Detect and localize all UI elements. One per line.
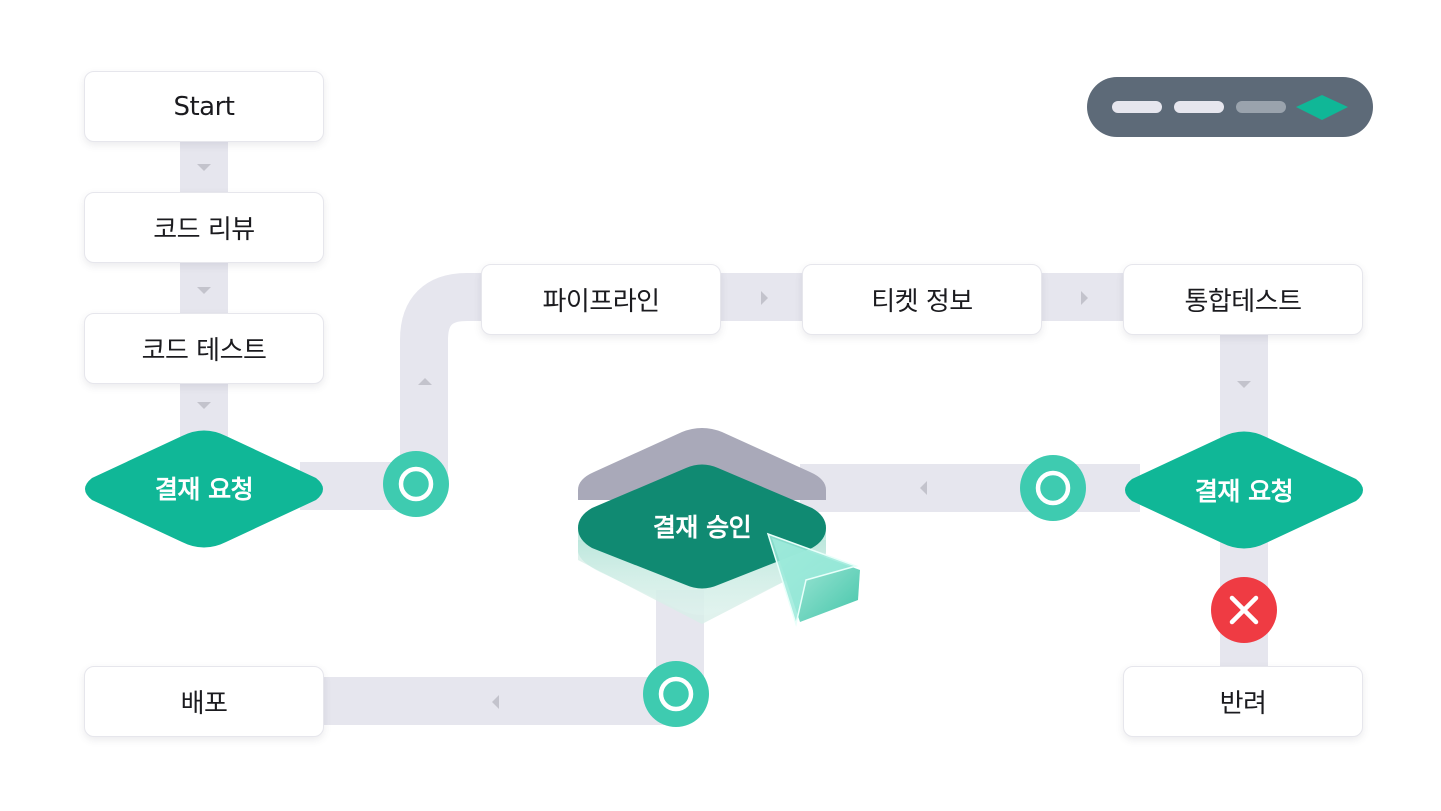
flow-arrows [197, 164, 1251, 709]
track-network [180, 140, 1268, 725]
node-code-test[interactable]: 코드 테스트 [84, 313, 324, 384]
track-up-to-pipeline [400, 273, 1244, 486]
triangle-arrow-icon [761, 291, 768, 305]
ring-connector-icon[interactable] [1020, 455, 1086, 521]
pointer-arrow-icon [766, 532, 860, 627]
approval-stack [578, 428, 826, 624]
triangle-arrow-icon [197, 402, 211, 409]
ring-connector-icon[interactable] [643, 661, 709, 727]
progress-current-icon [1296, 95, 1348, 120]
triangle-arrow-icon [920, 481, 927, 495]
decision-label-approval: 결재 승인 [652, 513, 752, 542]
decision-diamond-right[interactable] [1125, 431, 1363, 549]
progress-step-3 [1236, 101, 1286, 113]
triangle-arrow-icon [1237, 381, 1251, 388]
triangle-arrow-icon [197, 164, 211, 171]
node-deploy[interactable]: 배포 [84, 666, 324, 737]
node-ticket-info[interactable]: 티켓 정보 [802, 264, 1042, 335]
decision-label-right: 결재 요청 [1194, 477, 1294, 506]
triangle-arrow-icon [492, 695, 499, 709]
progress-step-1 [1112, 101, 1162, 113]
node-reject[interactable]: 반려 [1123, 666, 1363, 737]
decision-diamond-left[interactable] [85, 430, 323, 548]
approval-top-layer [578, 428, 826, 500]
progress-step-2 [1174, 101, 1224, 113]
decision-diamond-approval[interactable] [578, 464, 826, 589]
connectors [383, 451, 1086, 727]
triangle-arrow-icon [197, 287, 211, 294]
close-x-icon[interactable] [1211, 577, 1277, 643]
decision-label-left: 결재 요청 [154, 475, 254, 504]
triangle-arrow-icon [418, 378, 432, 385]
ring-connector-icon[interactable] [383, 451, 449, 517]
node-code-review[interactable]: 코드 리뷰 [84, 192, 324, 263]
node-pipeline[interactable]: 파이프라인 [481, 264, 721, 335]
progress-pill [1087, 77, 1373, 137]
node-integration-test[interactable]: 통합테스트 [1123, 264, 1363, 335]
node-start[interactable]: Start [84, 71, 324, 142]
triangle-arrow-icon [1081, 291, 1088, 305]
